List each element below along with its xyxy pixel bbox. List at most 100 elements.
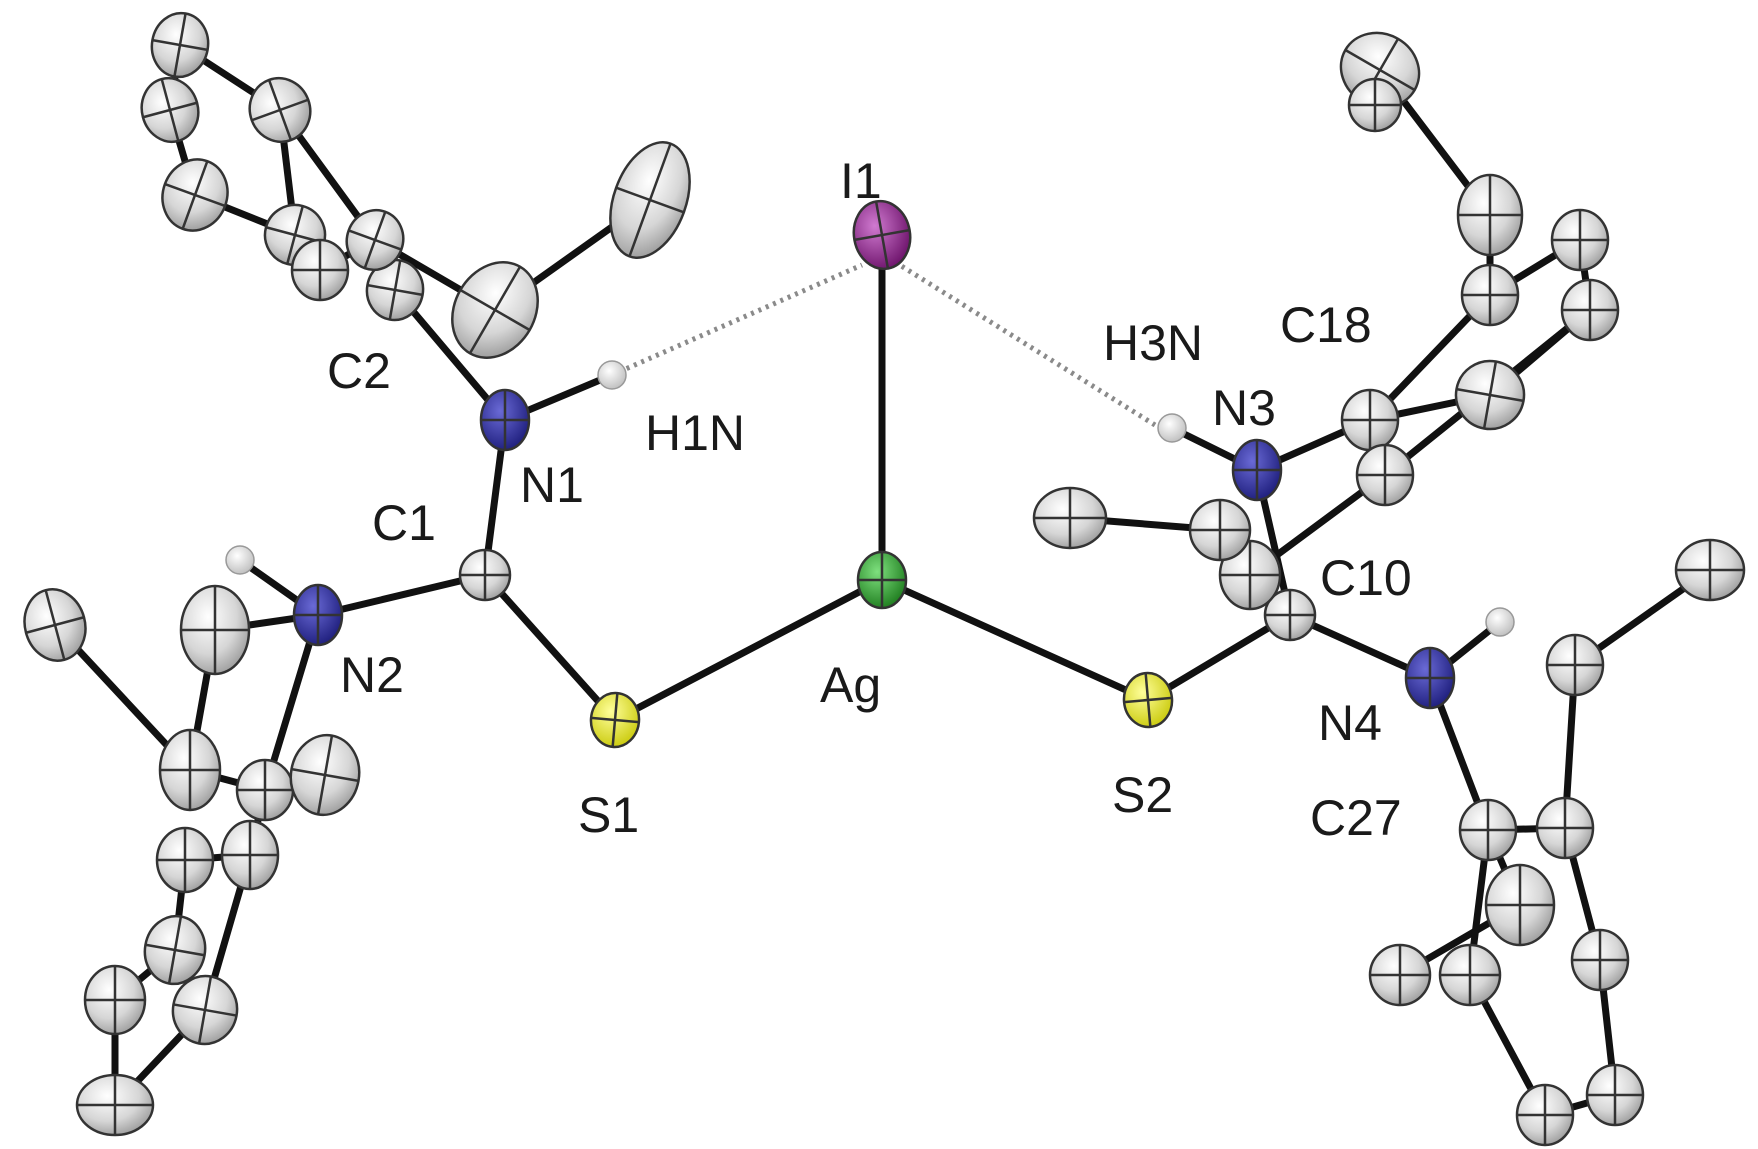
atom-Ag xyxy=(856,550,908,610)
atom-b3 xyxy=(158,728,222,812)
atom-a1 xyxy=(345,208,405,272)
hydrogen-bonds xyxy=(610,259,1157,428)
principal-axis-v-C2 xyxy=(388,260,402,320)
atoms xyxy=(23,11,1746,1147)
principal-axis-v-a8 xyxy=(468,266,522,354)
label-C2: C2 xyxy=(327,343,391,399)
label-Ag: Ag xyxy=(820,657,881,713)
hbond-h1n-i1 xyxy=(610,262,864,378)
atom-C2 xyxy=(365,258,425,322)
label-C1: C1 xyxy=(372,495,436,551)
principal-axis-v-a4 xyxy=(160,78,180,142)
atom-c10 xyxy=(1456,173,1524,257)
atom-a7 xyxy=(290,238,350,302)
atom-c1 xyxy=(1340,388,1400,452)
principal-axis-v-b11 xyxy=(197,976,213,1044)
atom-ellipsoid-HN4 xyxy=(1485,607,1515,637)
atom-d7 xyxy=(1585,1063,1645,1127)
atom-d2 xyxy=(1535,796,1595,860)
atom-labels: I1 Ag S1 S2 N1 N2 N3 N4 C1 C2 C10 C18 C2… xyxy=(327,153,1412,846)
atom-b6 xyxy=(220,819,280,891)
atom-HN2 xyxy=(225,545,255,575)
label-H1N: H1N xyxy=(645,405,745,461)
label-N1: N1 xyxy=(520,457,584,513)
atom-HN4 xyxy=(1485,607,1515,637)
atom-ellipsoid-H3N xyxy=(1157,413,1187,443)
bond-Ag-S2 xyxy=(878,576,1152,704)
atom-a3 xyxy=(150,11,210,79)
atom-d4 xyxy=(1674,538,1746,602)
bond-C1-N2 xyxy=(314,571,489,619)
atom-c2 xyxy=(1355,443,1415,507)
label-N3: N3 xyxy=(1212,380,1276,436)
principal-axis-v-b5 xyxy=(316,735,334,815)
hbond-h3n-i1 xyxy=(893,259,1157,428)
atom-b7 xyxy=(155,826,215,894)
atom-ellipsoid-HN2 xyxy=(225,545,255,575)
principal-axis-v-a5 xyxy=(181,160,209,230)
label-C27: C27 xyxy=(1310,790,1402,846)
principal-axis-v-b2 xyxy=(44,589,66,661)
atom-c3 xyxy=(1218,539,1282,611)
atom-c4 xyxy=(1188,498,1252,562)
atom-b4 xyxy=(179,584,251,676)
atom-a5 xyxy=(161,158,229,232)
principal-axis-v-a1 xyxy=(363,211,387,269)
atom-ellipsoid-H1N xyxy=(597,360,627,390)
atom-b5 xyxy=(289,733,361,817)
atom-a2 xyxy=(248,76,312,144)
principal-axis-v-a2 xyxy=(267,79,293,141)
principal-axis-v-a3 xyxy=(173,13,187,77)
bond-Ag-S1 xyxy=(611,576,886,724)
atom-d5 xyxy=(1484,863,1556,947)
atom-a9 xyxy=(609,141,691,259)
atom-I1 xyxy=(852,199,912,271)
atom-d1 xyxy=(1458,798,1518,862)
principal-axis-v-a9 xyxy=(628,143,672,257)
atom-H1N xyxy=(597,360,627,390)
atom-a8 xyxy=(451,261,539,359)
label-S2: S2 xyxy=(1112,767,1173,823)
atom-c9 xyxy=(1460,263,1520,327)
atom-d6 xyxy=(1570,928,1630,992)
atom-N1 xyxy=(479,388,531,452)
atom-b10 xyxy=(75,1073,155,1137)
principal-axis-v-b8 xyxy=(167,916,183,984)
atom-b2 xyxy=(23,588,87,662)
atom-C10 xyxy=(1263,588,1317,642)
atom-d8 xyxy=(1515,1083,1575,1147)
bond-S2-C10 xyxy=(1144,611,1294,704)
atom-c5 xyxy=(1032,486,1108,550)
atom-d10 xyxy=(1368,943,1432,1007)
label-C18: C18 xyxy=(1280,297,1372,353)
principal-axis-v-a6 xyxy=(286,205,304,265)
atom-S2 xyxy=(1122,671,1174,729)
atom-H3N xyxy=(1157,413,1187,443)
atom-b1 xyxy=(235,758,295,822)
atom-S1 xyxy=(589,691,641,749)
principal-axis-v-S2 xyxy=(1144,672,1152,728)
atom-c7 xyxy=(1560,278,1620,342)
principal-axis-v-S1 xyxy=(611,692,619,748)
label-I1: I1 xyxy=(840,153,882,209)
atom-c6 xyxy=(1454,359,1526,431)
atom-N2 xyxy=(292,583,344,647)
principal-axis-v-c6 xyxy=(1482,361,1498,429)
atom-N3 xyxy=(1231,438,1283,502)
atom-b9 xyxy=(83,964,147,1036)
label-H3N: H3N xyxy=(1103,315,1203,371)
atom-d3 xyxy=(1545,633,1605,697)
atom-N4 xyxy=(1404,646,1456,710)
label-C10: C10 xyxy=(1320,550,1412,606)
principal-axis-v-I1 xyxy=(874,201,890,269)
atom-b8 xyxy=(143,914,207,986)
atom-C1 xyxy=(458,548,512,602)
bond-S1-C1 xyxy=(481,571,619,724)
atom-d9 xyxy=(1438,943,1502,1007)
atom-c12 xyxy=(1347,77,1403,133)
label-N2: N2 xyxy=(340,647,404,703)
atom-b11 xyxy=(171,974,239,1046)
atom-a4 xyxy=(140,77,200,143)
